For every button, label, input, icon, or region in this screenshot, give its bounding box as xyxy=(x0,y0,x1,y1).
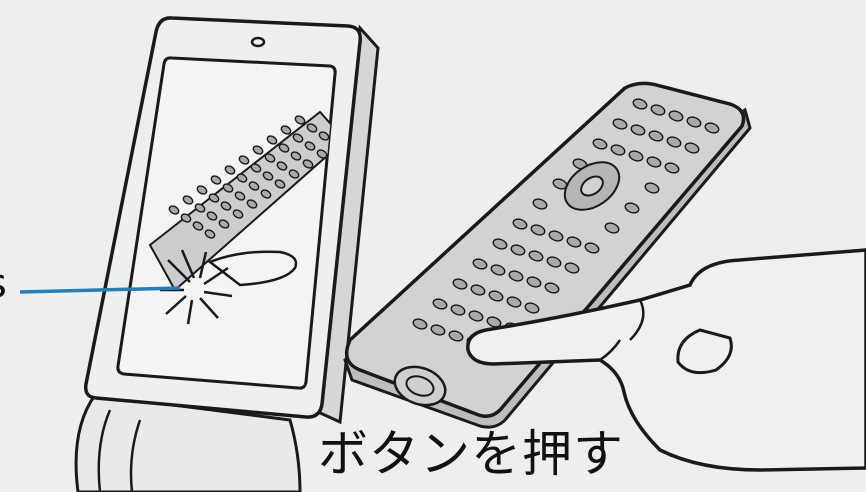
remote-button-key xyxy=(510,244,526,256)
mobile-phone-icon xyxy=(74,16,380,492)
remote-button-key xyxy=(490,264,506,276)
remote-button-key xyxy=(632,98,648,110)
remote-button-key xyxy=(182,195,194,205)
remote-button-key xyxy=(280,125,292,135)
remote-button-key xyxy=(274,179,286,189)
remote-button-key xyxy=(302,159,314,169)
remote-button-key xyxy=(452,278,468,290)
remote-button-key xyxy=(432,298,448,310)
remote-button-key xyxy=(318,131,330,141)
remote-button-key xyxy=(506,296,522,308)
remote-button-key xyxy=(566,236,582,248)
remote-button-key xyxy=(290,151,302,161)
flash-burst-icon xyxy=(160,249,233,325)
remote-button-key xyxy=(294,115,306,125)
remote-button-key xyxy=(592,138,608,150)
remote-button-key xyxy=(206,211,218,221)
remote-button-key xyxy=(224,165,236,175)
remote-button-key xyxy=(604,222,620,234)
remote-button-key xyxy=(278,143,290,153)
remote-button-key xyxy=(650,104,666,116)
remote-button-key xyxy=(532,198,548,210)
remote-button-key xyxy=(168,205,180,215)
remote-button-key xyxy=(624,202,640,214)
remote-button-key xyxy=(704,122,720,134)
remote-button-key xyxy=(526,276,542,288)
remote-button-key xyxy=(236,173,248,183)
remote-button-key xyxy=(252,145,264,155)
remote-button-key xyxy=(210,175,222,185)
remote-button-key xyxy=(218,219,230,229)
remote-button-key xyxy=(450,304,466,316)
remote-button-key xyxy=(250,163,262,173)
remote-button-key xyxy=(246,199,258,209)
remote-button-key xyxy=(316,149,328,159)
remote-button-key xyxy=(180,213,192,223)
remote-button-key xyxy=(238,155,250,165)
remote-button-key xyxy=(548,230,564,242)
remote-button-key xyxy=(288,169,300,179)
left-label-fragment: s xyxy=(0,260,7,308)
remote-button-key xyxy=(192,221,204,231)
remote-button-key xyxy=(448,330,464,342)
remote-button-key xyxy=(196,185,208,195)
remote-button-key xyxy=(262,171,274,181)
remote-button-key xyxy=(646,156,662,168)
remote-control-icon xyxy=(343,81,752,429)
remote-button-key xyxy=(508,270,524,282)
remote-button-key xyxy=(524,302,540,314)
hand-icon xyxy=(466,248,866,472)
remote-button-key xyxy=(486,316,502,328)
remote-button-key xyxy=(264,153,276,163)
remote-button-key xyxy=(220,201,232,211)
remote-button-key xyxy=(530,224,546,236)
remote-button-key xyxy=(276,161,288,171)
remote-button-key xyxy=(194,203,206,213)
remote-button-key xyxy=(684,142,700,154)
caption-text: ボタンを押す xyxy=(318,425,624,483)
remote-button-key xyxy=(412,318,428,330)
remote-button-key xyxy=(492,238,508,250)
remote-button-key xyxy=(686,116,702,128)
remote-button-key xyxy=(528,250,544,262)
pointer-line xyxy=(19,286,181,294)
remote-button-key xyxy=(668,110,684,122)
remote-button-key xyxy=(584,242,600,254)
remote-button-key xyxy=(266,135,278,145)
remote-button-key xyxy=(664,162,680,174)
remote-button-key xyxy=(248,181,260,191)
remote-button-key xyxy=(204,229,216,239)
remote-button-key xyxy=(470,284,486,296)
remote-button-key xyxy=(628,150,644,162)
remote-button-key xyxy=(234,191,246,201)
remote-button-key xyxy=(564,262,580,274)
remote-button-key xyxy=(232,209,244,219)
remote-button-key xyxy=(468,310,484,322)
remote-button-key xyxy=(488,290,504,302)
remote-button-key xyxy=(612,118,628,130)
remote-button-key xyxy=(292,133,304,143)
remote-button-key xyxy=(644,182,660,194)
remote-button-key xyxy=(544,282,560,294)
remote-button-key xyxy=(260,189,272,199)
remote-button-key xyxy=(306,123,318,133)
remote-button-key xyxy=(304,141,316,151)
remote-button-key xyxy=(430,324,446,336)
remote-button-key xyxy=(666,136,682,148)
remote-button-key xyxy=(546,256,562,268)
remote-button-key xyxy=(610,144,626,156)
remote-button-key xyxy=(648,130,664,142)
remote-button-key xyxy=(472,258,488,270)
remote-button-key xyxy=(512,218,528,230)
remote-button-key xyxy=(208,193,220,203)
remote-button-key xyxy=(222,183,234,193)
remote-button-key xyxy=(630,124,646,136)
